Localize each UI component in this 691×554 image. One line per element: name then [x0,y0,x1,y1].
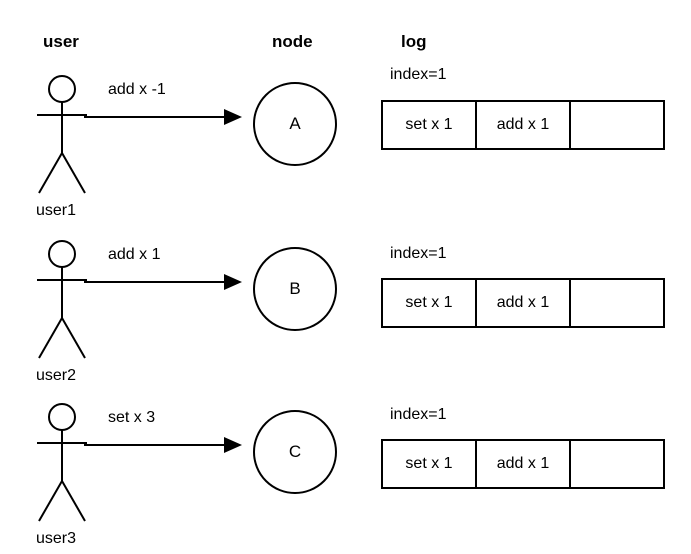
stick-figure-icon [36,75,108,197]
arrow-right-icon [84,105,244,129]
node-circle-icon [252,246,338,332]
diagram-row: user1 add x -1 A index=1 set x 1 add x 1 [0,66,691,250]
log-table: set x 1 add x 1 [381,439,665,489]
edge-label: add x -1 [108,81,166,98]
stick-figure-icon [36,240,108,362]
log-table: set x 1 add x 1 [381,278,665,328]
diagram-row: user2 add x 1 B index=1 set x 1 add x 1 [0,240,691,415]
log-cell-empty [571,102,663,148]
actor-label: user2 [36,367,77,384]
column-header-log: log [401,32,427,51]
column-header-node: node [272,32,313,51]
log-cell-empty [571,441,663,487]
log-index-label: index=1 [390,66,447,83]
log-index-label: index=1 [390,245,447,262]
edge-label: set x 3 [108,409,156,426]
log-cell: add x 1 [477,102,571,148]
log-index-label: index=1 [390,406,447,423]
node-circle-icon [252,409,338,495]
arrow-right-icon [84,433,244,457]
node-circle-icon [252,81,338,167]
log-cell: set x 1 [383,280,477,326]
actor-label: user1 [36,202,77,219]
log-cell: add x 1 [477,441,571,487]
diagram-row: user3 set x 3 C index=1 set x 1 add x 1 [0,403,691,554]
edge-label: add x 1 [108,246,161,263]
column-header-user: user [43,32,79,51]
log-cell: add x 1 [477,280,571,326]
actor-label: user3 [36,530,77,547]
arrow-right-icon [84,270,244,294]
log-cell: set x 1 [383,441,477,487]
log-cell: set x 1 [383,102,477,148]
stick-figure-icon [36,403,108,525]
log-table: set x 1 add x 1 [381,100,665,150]
log-cell-empty [571,280,663,326]
